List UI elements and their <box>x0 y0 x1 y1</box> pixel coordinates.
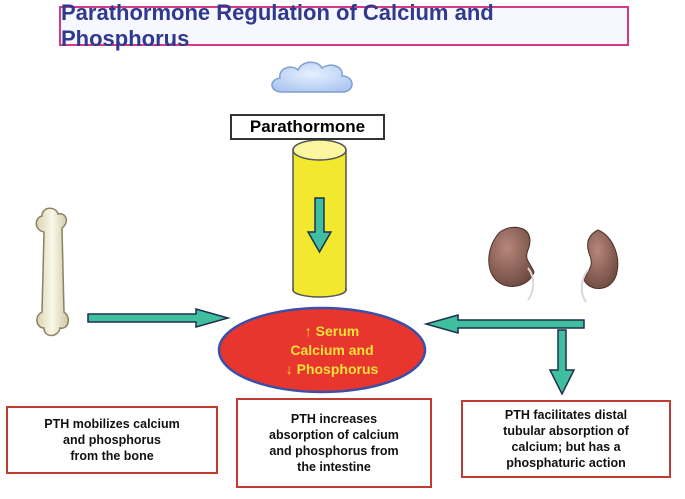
serum-line-1: ↑ Serum <box>304 322 360 339</box>
bone-effect-line: PTH mobilizes calcium <box>44 417 180 431</box>
serum-line-3: ↓ Phosphorus <box>285 360 379 377</box>
kidney-effect-line: tubular absorption of <box>503 424 629 438</box>
kidney-effect-box: PTH facilitates distal tubular absorptio… <box>461 400 671 478</box>
intestine-effect-line: absorption of calcium <box>269 428 399 442</box>
kidney-effect-line: PTH facilitates distal <box>504 408 628 422</box>
kidney-icon <box>488 226 619 303</box>
intestine-effect-line: PTH increases <box>290 412 378 426</box>
serum-ellipse <box>217 306 427 394</box>
cloud-icon <box>271 61 353 93</box>
bone-effect-box: PTH mobilizes calcium and phosphorus fro… <box>6 406 218 474</box>
intestine-effect-box: PTH increases absorption of calcium and … <box>236 398 432 488</box>
title-box: Parathormone Regulation of Calcium and P… <box>59 0 629 51</box>
kidney-effect-line: phosphaturic action <box>506 456 626 470</box>
serum-effect-text: ↑ Serum Calcium and ↓ Phosphorus <box>252 315 412 385</box>
diagram-title: Parathormone Regulation of Calcium and P… <box>61 0 494 51</box>
arrow-kidney-to-serum <box>423 314 585 334</box>
kidney-effect-line: calcium; but has a <box>511 440 621 454</box>
serum-line-2: Calcium and <box>290 341 374 358</box>
arrow-kidney-down <box>548 329 576 396</box>
hormone-box: Parathormone <box>230 114 385 140</box>
intestine-effect-line: the intestine <box>297 460 371 474</box>
down-arrow-cylinder <box>306 197 333 254</box>
hormone-label: Parathormone <box>249 117 366 136</box>
bone-effect-line: from the bone <box>70 449 154 463</box>
intestine-effect-line: and phosphorus from <box>269 444 399 458</box>
bone-effect-line: and phosphorus <box>63 433 161 447</box>
arrow-bone-to-serum <box>87 308 231 328</box>
bone-icon <box>35 207 70 337</box>
